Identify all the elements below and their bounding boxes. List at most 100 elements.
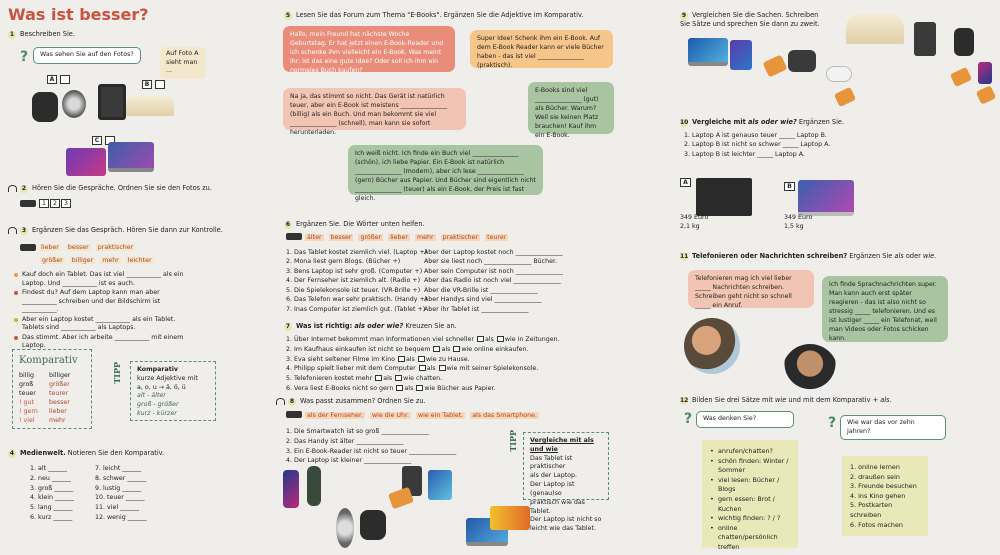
word[interactable]: praktischer bbox=[95, 244, 136, 251]
checkbox[interactable] bbox=[438, 365, 446, 372]
box-2[interactable]: 2 bbox=[50, 199, 60, 208]
headphones-icon bbox=[8, 226, 17, 234]
word[interactable]: als das Smartphone. bbox=[470, 411, 539, 419]
price-tag-icon bbox=[762, 54, 788, 78]
list-8: 1. Die Smartwatch ist so groß __________… bbox=[286, 428, 457, 465]
book-image bbox=[846, 14, 904, 44]
list-item: •schön finden: Winter / Sommer bbox=[710, 456, 789, 475]
forum-post-1: Hallo, mein Freund hat nächste Woche Geb… bbox=[283, 26, 455, 74]
question-icon: ? bbox=[20, 49, 29, 65]
smartwatch-image bbox=[32, 92, 58, 122]
tipp-box-2: Vergleiche mit als und wie Das Tablet is… bbox=[523, 432, 609, 532]
forum-post-5: Ich weiß nicht. Ich finde ein Buch viel … bbox=[348, 145, 543, 202]
checkbox[interactable] bbox=[416, 384, 424, 391]
laptop-b-image bbox=[798, 180, 854, 216]
answer-box-b[interactable] bbox=[155, 80, 165, 89]
answer-box-a[interactable] bbox=[60, 75, 70, 84]
list-item: 3. Freunde besuchen bbox=[850, 482, 917, 491]
word[interactable]: wie die Uhr. bbox=[370, 411, 412, 419]
checkbox[interactable] bbox=[496, 336, 504, 342]
headphones-icon bbox=[8, 184, 17, 192]
word[interactable]: praktischer bbox=[440, 233, 481, 241]
tablet-image bbox=[730, 40, 752, 70]
list-item: •online chatten/persönlich treffen bbox=[710, 523, 778, 552]
label-a: A bbox=[47, 75, 57, 84]
word[interactable]: besser bbox=[328, 233, 354, 241]
price-tag-icon bbox=[975, 85, 997, 105]
list-10: 1. Laptop A ist genauso teuer _____ Lapt… bbox=[684, 132, 831, 158]
word[interactable]: lieber bbox=[39, 244, 61, 251]
word[interactable]: größer bbox=[358, 233, 384, 241]
pointing-hand-icon bbox=[286, 411, 302, 418]
tablet-image bbox=[428, 470, 452, 500]
list-item: 6. Fotos machen bbox=[850, 520, 903, 529]
ereader-image bbox=[98, 84, 126, 120]
dialog-line: Aber ein Laptop kostet ___________ als e… bbox=[14, 316, 192, 333]
label-c: C bbox=[92, 136, 102, 145]
choice-line: 6. Vera liest E-Books nicht so gern als … bbox=[286, 384, 496, 392]
word[interactable]: älter bbox=[305, 233, 324, 241]
tipp-tag: TIPP bbox=[112, 362, 122, 384]
word[interactable]: leichter bbox=[125, 256, 154, 264]
list-item: 2. draußen sein bbox=[850, 472, 900, 481]
checkbox[interactable] bbox=[375, 375, 383, 381]
opinion-bubble-2: Ich finde Sprachnachrichten super. Man k… bbox=[822, 276, 948, 342]
label-b: B bbox=[784, 182, 795, 191]
word[interactable]: besser bbox=[65, 244, 91, 251]
checkbox[interactable] bbox=[418, 365, 426, 372]
list-item: •anrufen/chatten? bbox=[710, 447, 773, 455]
smartphone-image bbox=[283, 470, 299, 508]
word-bank-8: als der Fernseher. wie die Uhr. wie ein Ta… bbox=[286, 411, 544, 420]
word[interactable]: billiger bbox=[69, 256, 96, 264]
tipp-tag: TIPP bbox=[508, 430, 518, 452]
choice-line: 2. Im Kaufhaus einkaufen ist nicht so be… bbox=[286, 345, 529, 353]
list-7: 1. Über Internet bekommt man Information… bbox=[286, 335, 560, 394]
word[interactable]: als der Fernseher. bbox=[305, 411, 366, 419]
checkbox[interactable] bbox=[417, 355, 425, 362]
headphones-icon bbox=[276, 397, 285, 405]
label-a: A bbox=[680, 178, 691, 187]
watch-image bbox=[62, 90, 86, 118]
word[interactable]: teurer bbox=[485, 233, 509, 241]
checkbox[interactable] bbox=[396, 384, 404, 391]
pointing-hand-icon bbox=[20, 199, 36, 207]
laptop-image bbox=[108, 142, 154, 172]
list-4b: 7. leicht ______8. schwer ______9. lusti… bbox=[95, 465, 147, 521]
box-1[interactable]: 1 bbox=[39, 199, 49, 208]
box-3[interactable]: 3 bbox=[61, 199, 71, 208]
choice-line: 5. Telefonieren kostet mehr als wie chat… bbox=[286, 375, 443, 382]
word[interactable]: wie ein Tablet. bbox=[416, 411, 466, 419]
word[interactable]: größer bbox=[40, 256, 65, 264]
laptop-a-image bbox=[696, 178, 752, 216]
speech-bubble-left: Was sehen Sie auf den Fotos? bbox=[33, 47, 141, 64]
word[interactable]: mehr bbox=[415, 233, 436, 241]
dialog-3: Kauf doch ein Tablet. Das ist viel _____… bbox=[14, 271, 192, 351]
word[interactable]: lieber bbox=[388, 233, 411, 241]
checkbox[interactable] bbox=[433, 345, 441, 352]
list-item: 5. Postkarten schreiben bbox=[850, 501, 893, 520]
checkbox[interactable] bbox=[453, 345, 461, 352]
sticky-note-1: •anrufen/chatten? •schön finden: Winter … bbox=[702, 440, 798, 551]
komparativ-title: Komparativ bbox=[19, 355, 78, 366]
old-phone-image bbox=[307, 466, 321, 506]
checkbox[interactable] bbox=[476, 336, 484, 342]
checkbox[interactable] bbox=[395, 375, 403, 381]
checkbox[interactable] bbox=[397, 355, 405, 362]
watch-image bbox=[336, 508, 354, 548]
dialog-line: Findest du? Auf dem Laptop kann man aber… bbox=[14, 289, 192, 315]
word[interactable]: mehr bbox=[100, 256, 121, 264]
page-title: Was ist besser? bbox=[8, 5, 149, 24]
